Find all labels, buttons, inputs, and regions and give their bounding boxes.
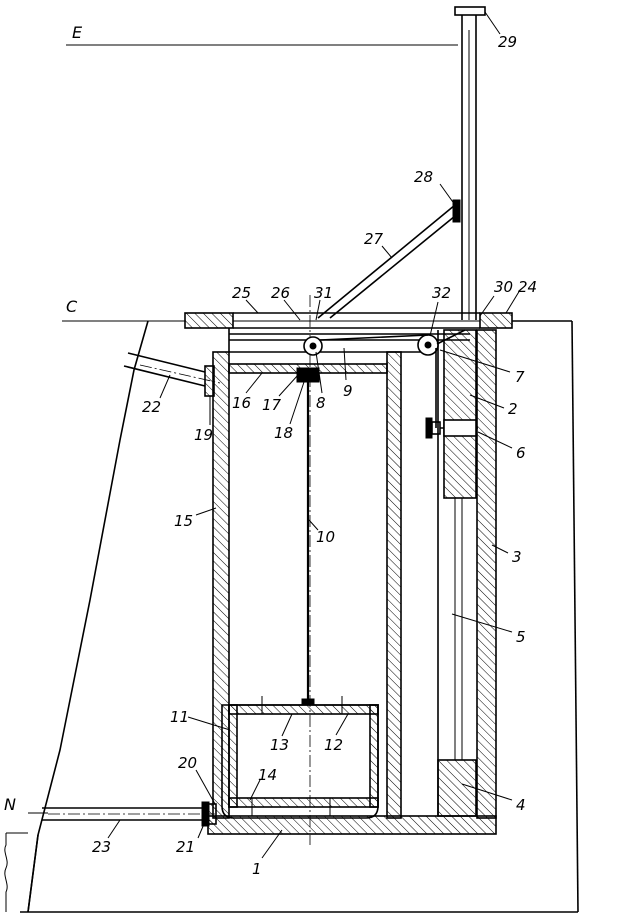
label-19: 19	[194, 426, 213, 444]
label-24: 24	[518, 278, 537, 296]
leader-12	[336, 714, 348, 735]
inner-partition	[387, 352, 401, 818]
label-29: 29	[498, 33, 517, 51]
label-17: 17	[262, 396, 282, 414]
label-12: 12	[324, 736, 343, 754]
guide-shaft	[438, 330, 476, 816]
label-27: 27	[364, 230, 384, 248]
label-28: 28	[414, 168, 433, 186]
label-9: 9	[343, 382, 353, 400]
level-c-label: C	[66, 297, 78, 316]
inlet-flange	[205, 366, 214, 396]
leader-28	[440, 184, 455, 205]
label-2: 2	[508, 400, 518, 418]
float-left-wall	[229, 705, 237, 807]
inlet-pipe	[124, 353, 220, 396]
leader-13	[282, 714, 292, 736]
label-21: 21	[176, 838, 195, 856]
label-16: 16	[232, 394, 251, 412]
upper-liner	[444, 330, 476, 498]
label-13: 13	[270, 736, 289, 754]
label-4: 4	[516, 796, 526, 814]
right-wall	[477, 330, 496, 818]
strut-lower	[330, 216, 455, 318]
label-32: 32	[432, 284, 451, 302]
ground-right	[572, 321, 578, 912]
indicator-mast	[318, 7, 485, 320]
tensioner-sleeve	[444, 420, 476, 436]
label-8: 8	[316, 394, 326, 412]
leader-29	[485, 12, 500, 34]
label-26: 26	[271, 284, 290, 302]
label-3: 3	[512, 548, 522, 566]
label-20: 20	[178, 754, 197, 772]
cover-left-block	[185, 313, 233, 328]
break-line	[5, 833, 28, 912]
corner-pulley-hub	[425, 342, 431, 348]
tensioner-disk	[426, 418, 432, 438]
float	[222, 696, 378, 818]
label-10: 10	[316, 528, 335, 546]
label-5: 5	[516, 628, 526, 646]
leader-17	[279, 375, 298, 396]
label-23: 23	[92, 838, 111, 856]
leader-27	[382, 246, 392, 258]
level-n-label: N	[4, 795, 16, 814]
level-e-label: E	[72, 23, 83, 42]
leader-18	[290, 382, 304, 424]
label-31: 31	[314, 284, 333, 302]
cover-right-block	[480, 313, 512, 328]
label-14: 14	[258, 766, 277, 784]
float-right-wall	[370, 705, 378, 807]
cover	[185, 313, 512, 328]
float-bottom-wall	[229, 798, 378, 807]
label-30: 30	[494, 278, 513, 296]
leader-21	[198, 824, 204, 838]
leader-26	[284, 300, 300, 320]
mast-cap	[455, 7, 485, 15]
label-15: 15	[174, 512, 193, 530]
leader-20	[196, 770, 215, 804]
clamp-block	[297, 368, 319, 382]
label-18: 18	[274, 424, 293, 442]
leader-23	[108, 820, 120, 838]
label-25: 25	[232, 284, 251, 302]
label-6: 6	[516, 444, 526, 462]
outlet-pipe	[42, 802, 215, 826]
leader-22	[160, 375, 170, 398]
label-7: 7	[515, 368, 525, 386]
outlet-flange	[202, 802, 209, 826]
lower-liner	[438, 760, 476, 816]
leader-32	[430, 302, 438, 336]
ground-outline	[28, 321, 148, 912]
float-top-wall	[229, 705, 378, 714]
upper-pulley-hub	[310, 343, 316, 349]
left-wall	[213, 352, 229, 818]
ground-left-lower	[28, 835, 38, 912]
label-1: 1	[252, 860, 262, 878]
leader-16	[246, 373, 262, 393]
label-22: 22	[142, 398, 161, 416]
label-11: 11	[170, 708, 189, 726]
